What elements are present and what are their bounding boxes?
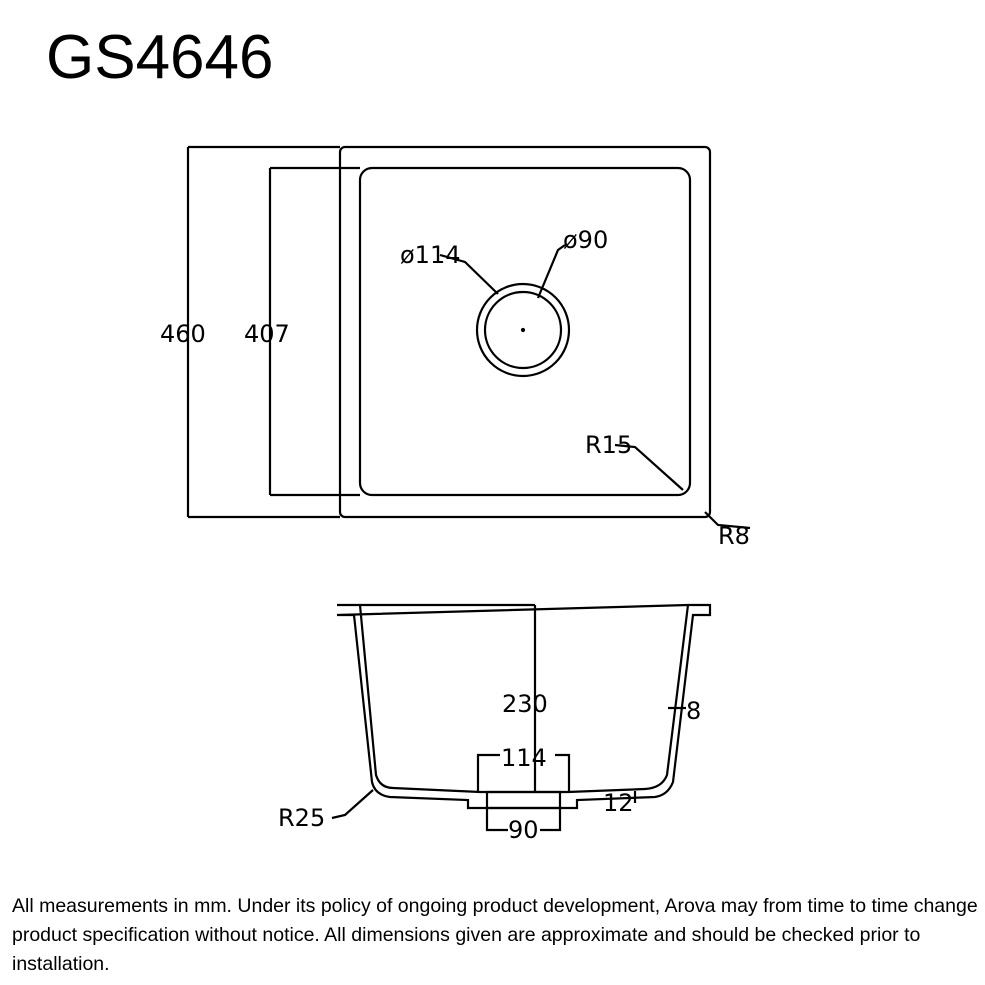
dimension-407 <box>268 166 360 497</box>
footnote: All measurements in mm. Under its policy… <box>12 895 978 975</box>
label-460: 460 <box>160 320 206 348</box>
model-title: GS4646 <box>46 23 274 92</box>
label-114: 114 <box>501 744 547 772</box>
bowl-inner-outline <box>358 166 692 497</box>
leader-r25 <box>331 789 374 820</box>
leader-r8 <box>704 511 751 530</box>
dimension-460 <box>186 145 340 519</box>
waste-center-mark <box>520 327 526 333</box>
label-114-diameter: ø114 <box>400 241 461 269</box>
leader-90 <box>536 244 566 299</box>
waste-drain <box>485 790 562 810</box>
label-230: 230 <box>502 690 548 718</box>
leader-114 <box>439 253 499 295</box>
label-8: 8 <box>686 697 701 725</box>
label-407: 407 <box>244 320 290 348</box>
label-r25: R25 <box>278 804 325 832</box>
dimension-90-section <box>485 808 562 832</box>
label-r8: R8 <box>718 522 750 550</box>
label-12: 12 <box>603 789 634 817</box>
waste-inner-circle <box>483 290 563 370</box>
sink-outer-outline <box>338 145 712 519</box>
label-90: 90 <box>508 816 539 844</box>
waste-outer-circle <box>475 282 571 378</box>
leader-r15 <box>614 443 684 491</box>
dimension-114-section <box>476 753 571 792</box>
label-90-diameter: ø90 <box>563 226 608 254</box>
label-r15: R15 <box>585 431 632 459</box>
